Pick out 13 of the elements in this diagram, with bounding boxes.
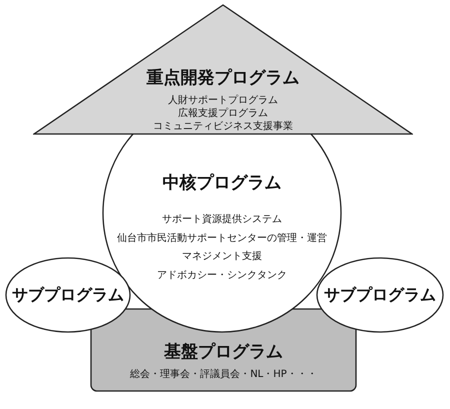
node-text: 総会・理事会・評議員会・NL・HP・・・	[130, 368, 317, 381]
node-text: 広報支援プログラム	[178, 106, 268, 120]
node-text: コミュニティビジネス支援事業	[153, 120, 293, 133]
node-text: 仙台市市民活動サポートセンターの管理・運営	[117, 232, 327, 244]
node-text: アドボカシー・シンクタンク	[157, 268, 287, 282]
node-text: サポート資源提供システム	[162, 213, 282, 226]
node-text: マネジメント支援	[182, 250, 262, 263]
node-heading: 重点開発プログラム	[146, 67, 300, 89]
node-heading: サブプログラム	[12, 285, 124, 306]
node-heading: 基盤プログラム	[164, 341, 283, 363]
node-text: 人財サポートプログラム	[168, 94, 278, 107]
node-heading: サブプログラム	[324, 285, 436, 306]
node-heading: 中核プログラム	[162, 172, 282, 194]
